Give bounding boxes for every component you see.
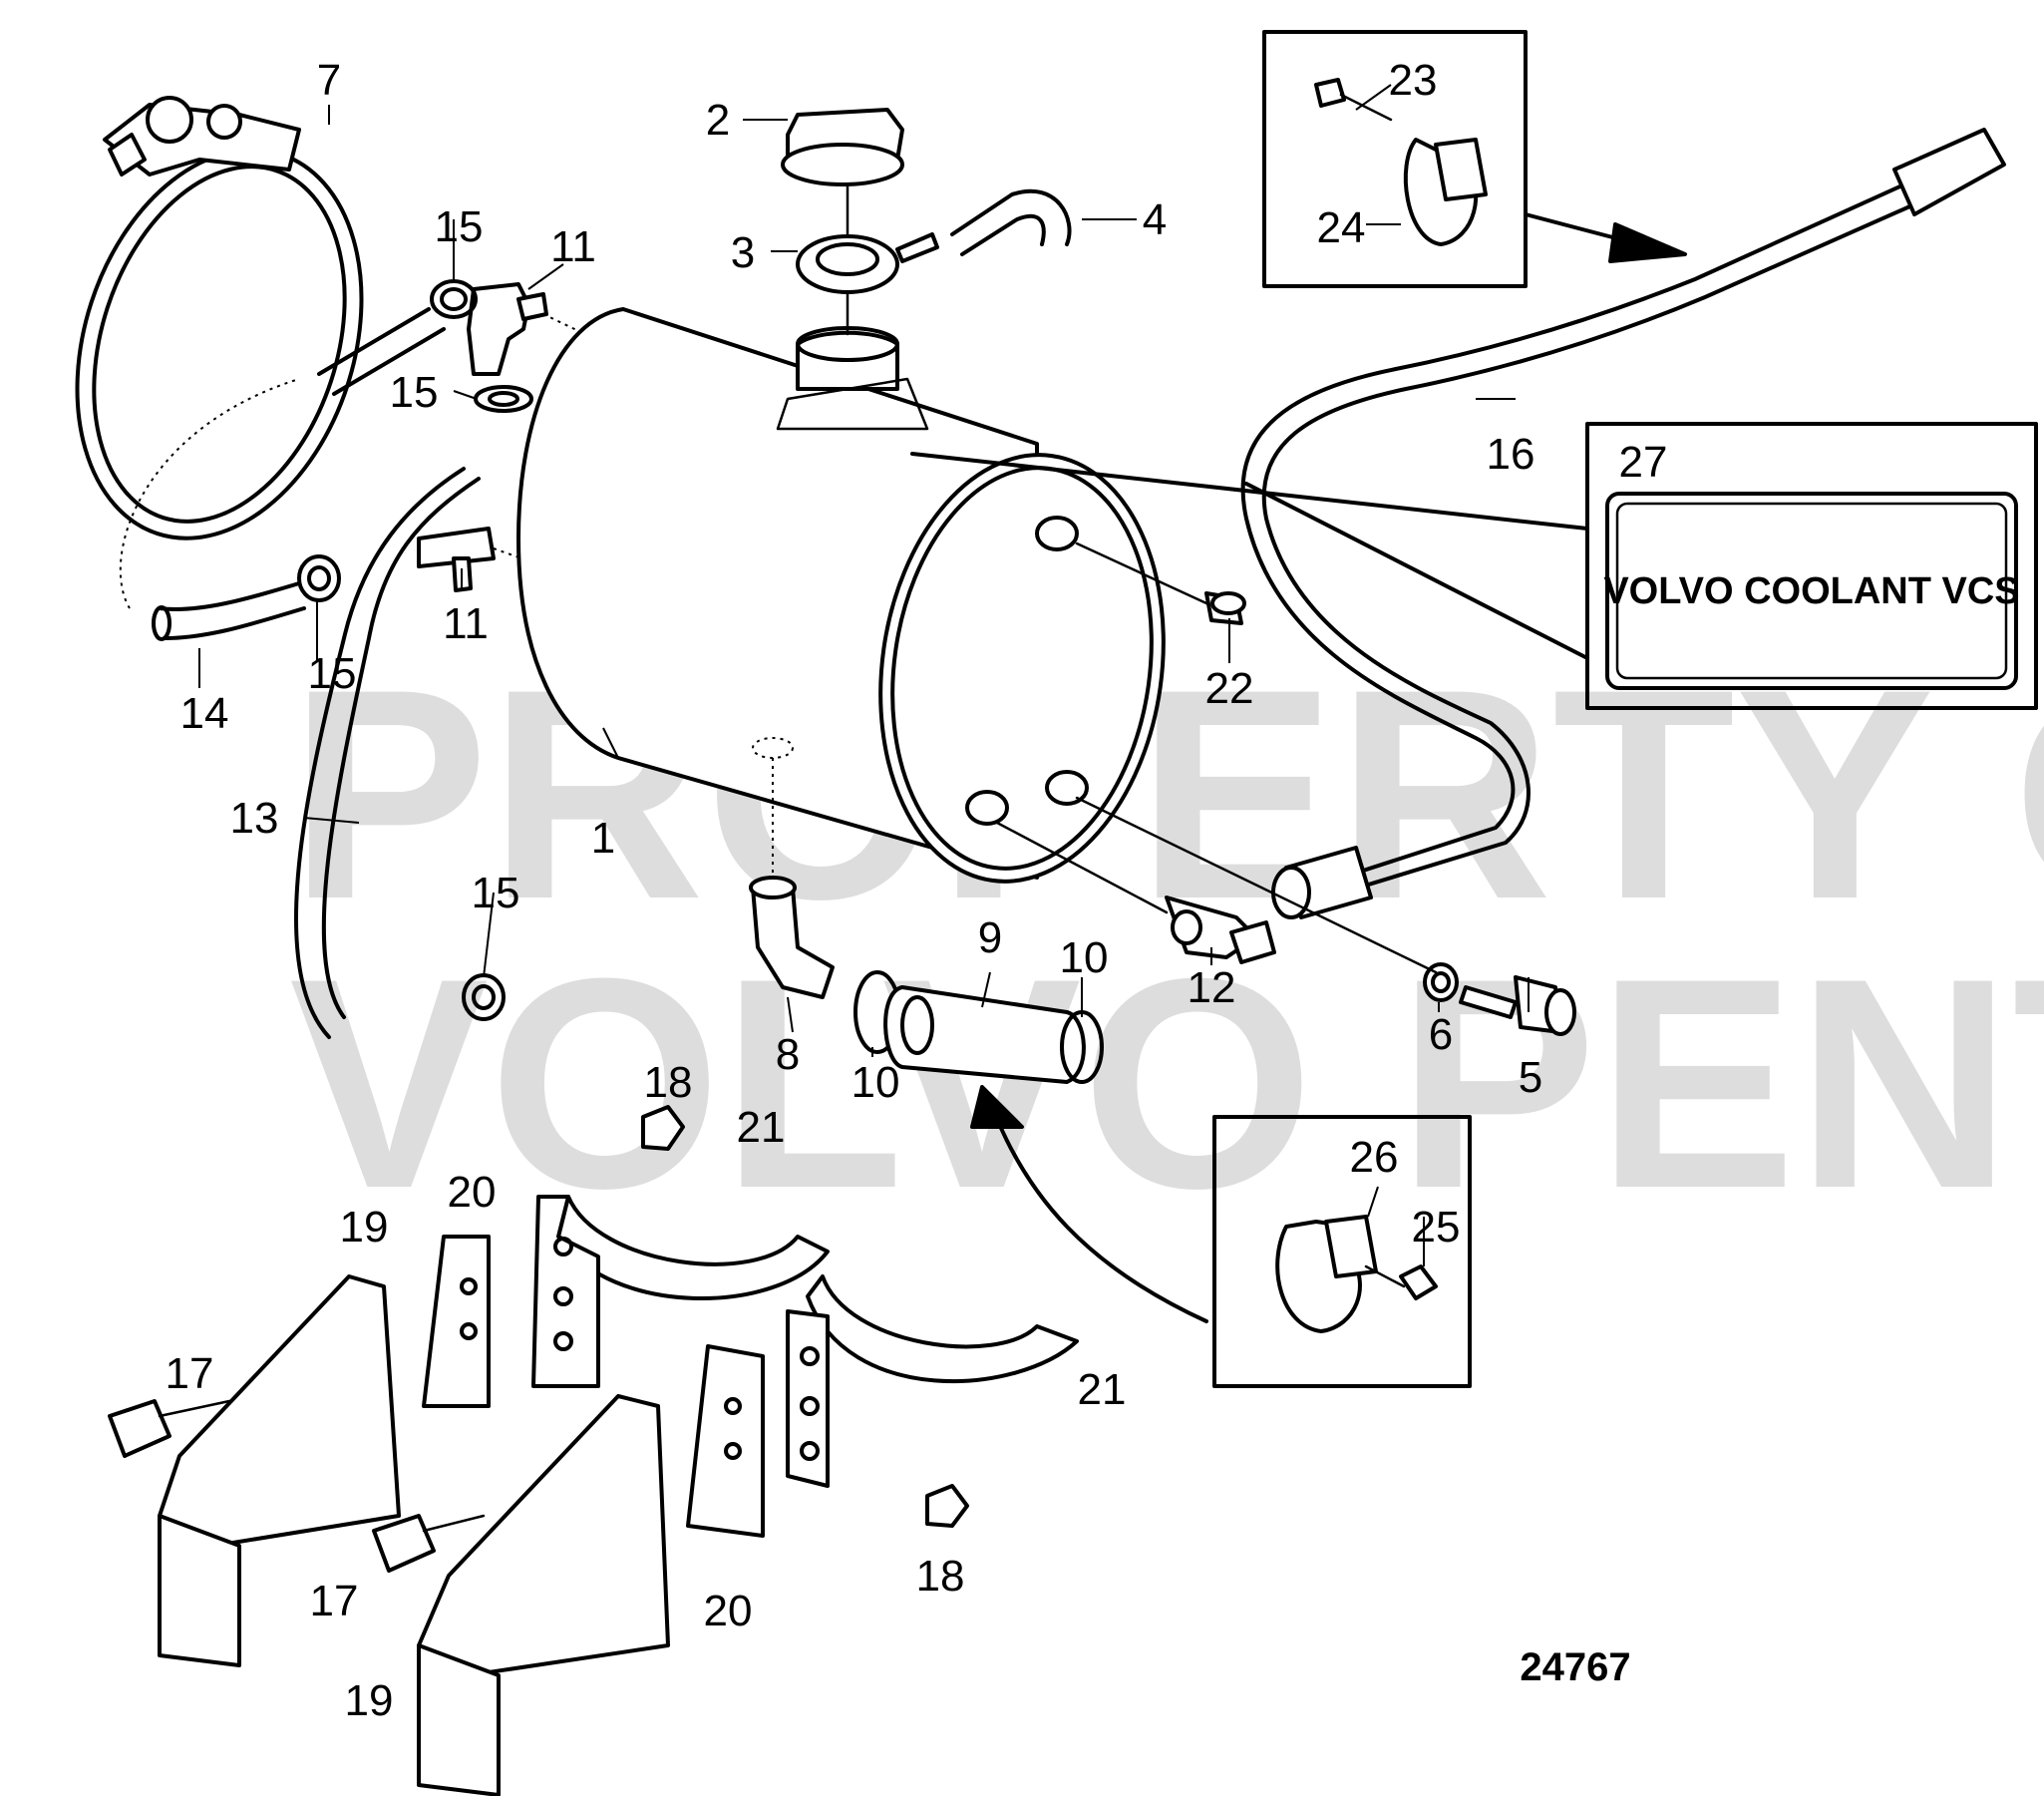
callout-11a: 11	[550, 222, 596, 271]
callout-20a: 20	[448, 1168, 497, 1217]
watermark-line-2: VOLVO PENTA	[289, 915, 2044, 1251]
callout-17b: 17	[310, 1577, 359, 1625]
mounting-brackets	[108, 1105, 1079, 1796]
lower-port-fittings	[995, 796, 1576, 1036]
figure-number: 24767	[1520, 1645, 1630, 1689]
callout-6: 6	[1429, 1010, 1453, 1059]
callout-3: 3	[731, 228, 755, 277]
callout-2: 2	[706, 96, 730, 145]
callouts: 1 2 3 4 5 6 7 8 9 10 10 11 11 12 13 14 1…	[166, 56, 1668, 1725]
callout-12: 12	[1188, 963, 1236, 1012]
decal-inset: VOLVO COOLANT VCS	[910, 422, 2038, 710]
callout-8: 8	[776, 1030, 800, 1079]
callout-27: 27	[1619, 438, 1668, 487]
callout-10a: 10	[852, 1058, 900, 1107]
drain-assembly	[749, 758, 1104, 1084]
inset-arrow-lower-head	[970, 1085, 1024, 1129]
callout-21a: 21	[737, 1103, 786, 1152]
upper-fittings	[430, 279, 696, 413]
callout-21b: 21	[1078, 1365, 1127, 1414]
inset-clip-lower	[1212, 1115, 1472, 1388]
callout-18a: 18	[644, 1058, 693, 1107]
inset-clip-upper	[1262, 30, 1528, 288]
callout-15b: 15	[390, 368, 439, 417]
callout-1: 1	[591, 814, 615, 863]
hose-clamp-large	[75, 96, 364, 540]
callout-25: 25	[1412, 1203, 1461, 1252]
leader-lines	[198, 84, 1530, 1266]
inset-arrow-upper-head	[1608, 222, 1687, 263]
coolant-pipe	[1240, 128, 2006, 919]
plug	[1075, 541, 1246, 625]
callout-5: 5	[1519, 1053, 1542, 1102]
callout-13: 13	[230, 794, 279, 843]
filler-cap	[781, 108, 1072, 336]
callout-15d: 15	[472, 869, 520, 917]
callout-17a: 17	[166, 1349, 214, 1398]
callout-9: 9	[978, 913, 1002, 962]
callout-19a: 19	[340, 1203, 389, 1252]
expansion-tank	[516, 307, 1166, 884]
callout-19b: 19	[345, 1676, 394, 1725]
hoses	[119, 307, 481, 1039]
callout-7: 7	[317, 56, 341, 105]
inset-arrow-upper-line	[1524, 212, 1622, 241]
callout-15c: 15	[308, 649, 357, 698]
callout-10b: 10	[1060, 933, 1109, 982]
callout-24: 24	[1317, 203, 1366, 252]
callout-23: 23	[1389, 56, 1438, 105]
callout-14: 14	[180, 689, 229, 738]
callout-18b: 18	[916, 1552, 965, 1601]
callout-4: 4	[1143, 195, 1167, 244]
callout-26: 26	[1350, 1133, 1399, 1182]
inset-arrow-lower-line	[990, 1105, 1208, 1323]
callout-22: 22	[1205, 664, 1254, 713]
callout-15a: 15	[435, 202, 484, 251]
callout-11b: 11	[443, 599, 489, 648]
watermark: PROPERTY OF VOLVO PENTA	[289, 626, 2044, 1251]
callout-20b: 20	[704, 1587, 753, 1635]
callout-16: 16	[1487, 430, 1535, 479]
decal-text: VOLVO COOLANT VCS	[1603, 570, 2019, 612]
